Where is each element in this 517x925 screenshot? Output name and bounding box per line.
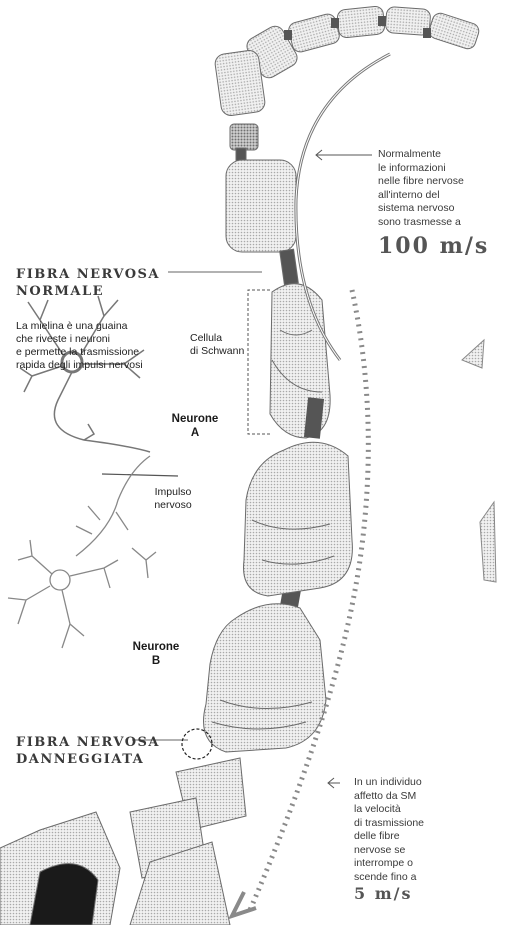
note-line: scende fino a — [354, 871, 494, 885]
impulse-label: Impulso nervoso — [138, 486, 208, 512]
desc-line: La mielina è una guaina — [16, 320, 143, 333]
neuron-b-label: Neurone B — [118, 640, 194, 668]
note-line: la velocità — [354, 803, 494, 817]
myelin-segments — [226, 148, 330, 438]
impulse-line — [102, 474, 178, 476]
note-line: sistema nervoso — [378, 202, 513, 216]
arrow-head-icon — [232, 892, 256, 916]
arrow-left-icon — [316, 150, 372, 160]
fragment — [462, 340, 484, 368]
label-line: A — [160, 426, 230, 440]
note-line: le informazioni — [378, 162, 513, 176]
label-line: nervoso — [138, 499, 208, 512]
neuron-b — [8, 456, 156, 648]
damaged-fiber-heading: FIBRA NERVOSA DANNEGGIATA — [16, 734, 160, 768]
heading-line: FIBRA NERVOSA — [16, 734, 160, 751]
label-line: Neurone — [118, 640, 194, 654]
normal-fiber-heading: FIBRA NERVOSA NORMALE — [16, 266, 160, 300]
myelin-description: La mielina è una guaina che riveste i ne… — [16, 320, 143, 372]
note-line: nervose se — [354, 844, 494, 858]
note-line: sono trasmesse a — [378, 216, 513, 230]
note-line: interrompe o — [354, 857, 494, 871]
neuron-a-label: Neurone A — [160, 412, 230, 440]
desc-line: che riveste i neuroni — [16, 333, 143, 346]
desc-line: rapida degli impulsi nervosi — [16, 359, 143, 372]
note-line: In un individuo — [354, 776, 494, 790]
ms-speed-note: In un individuo affetto da SM la velocit… — [354, 776, 494, 904]
note-line: nelle fibre nervose — [378, 175, 513, 189]
schwann-label: Cellula di Schwann — [190, 332, 280, 358]
label-line: Neurone — [160, 412, 230, 426]
normal-speed-value: 100 m/s — [378, 232, 513, 260]
desc-line: e permette la trasmissione — [16, 346, 143, 359]
note-line: affetto da SM — [354, 790, 494, 804]
note-line: Normalmente — [378, 148, 513, 162]
note-line: all'interno del — [378, 189, 513, 203]
note-line: di trasmissione — [354, 817, 494, 831]
schwann-bracket — [248, 290, 270, 434]
heading-line: FIBRA NERVOSA — [16, 266, 160, 283]
arrow-left-icon — [328, 778, 340, 788]
note-line: delle fibre — [354, 830, 494, 844]
label-line: Impulso — [138, 486, 208, 499]
normal-speed-note: Normalmente le informazioni nelle fibre … — [378, 148, 513, 260]
heading-line: DANNEGGIATA — [16, 751, 160, 768]
label-line: B — [118, 654, 194, 668]
label-line: Cellula — [190, 332, 280, 345]
myelin-top-arc — [214, 6, 481, 150]
ms-speed-value: 5 m/s — [354, 884, 494, 904]
label-line: di Schwann — [190, 345, 280, 358]
heading-line: NORMALE — [16, 283, 160, 300]
fragment — [480, 502, 496, 582]
damage-circle — [182, 729, 212, 759]
